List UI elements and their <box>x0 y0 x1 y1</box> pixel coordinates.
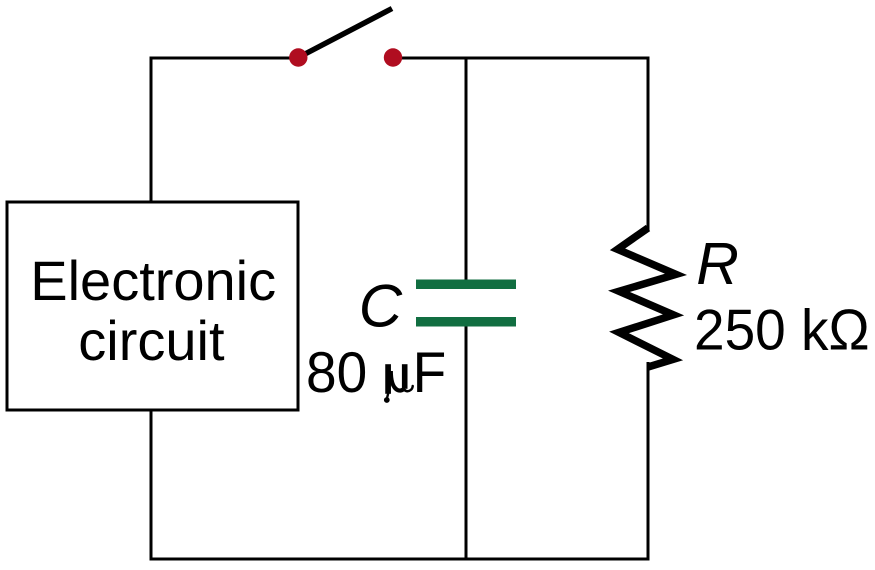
svg-text:Electronic: Electronic <box>30 249 276 312</box>
svg-text:80: 80 <box>306 340 367 404</box>
svg-text:circuit: circuit <box>78 309 225 372</box>
svg-text:250 kΩ: 250 kΩ <box>694 297 870 361</box>
svg-text:F: F <box>413 340 447 404</box>
svg-text:R: R <box>696 231 739 297</box>
svg-text:C: C <box>359 273 403 340</box>
